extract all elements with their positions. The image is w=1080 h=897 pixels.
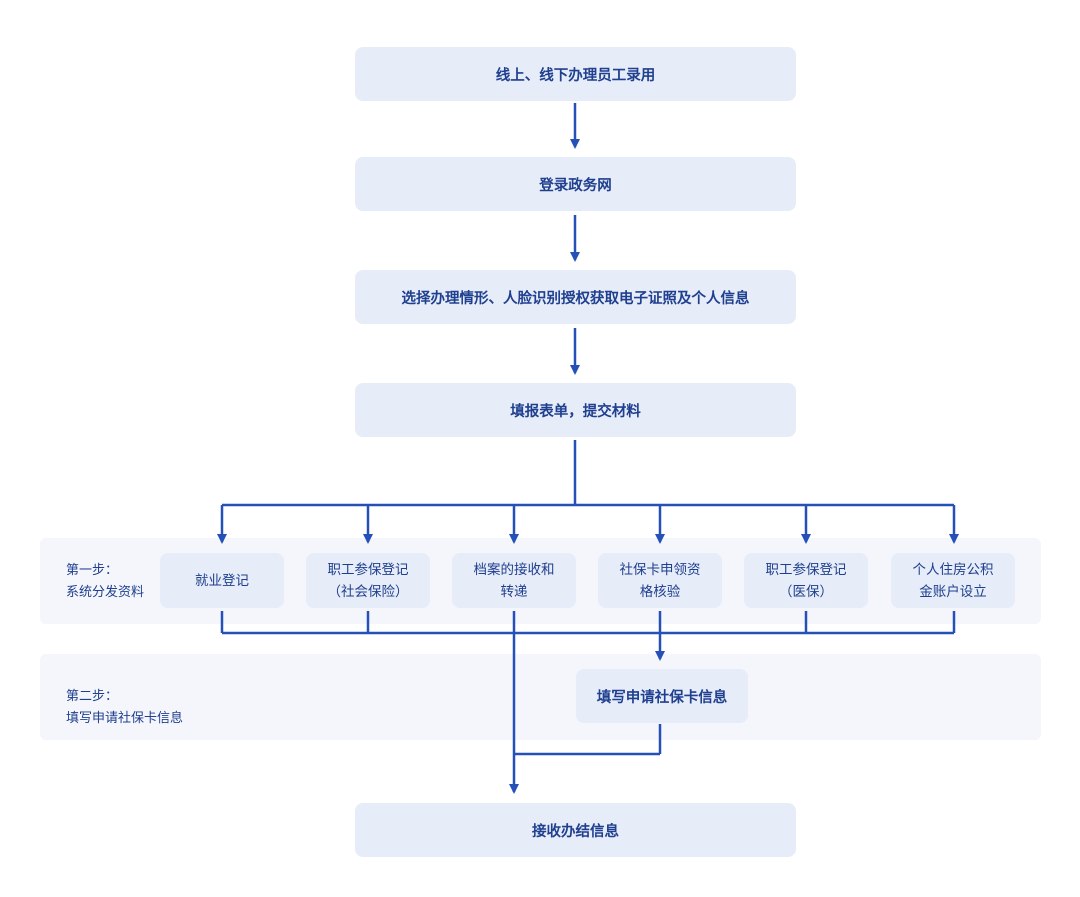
step1-label-line2: 系统分发资料 (66, 585, 145, 600)
dist-box-social-card: 社保卡申领资 格核验 (598, 553, 722, 608)
dist-box-employment: 就业登记 (160, 553, 284, 608)
step-box-login: 登录政务网 (355, 157, 796, 211)
dist-box-line1: 档案的接收和 (473, 561, 555, 578)
dist-box-archive: 档案的接收和 转递 (452, 553, 576, 608)
step1-label: 第一步： 系统分发资料 (66, 560, 144, 604)
step-box-hire: 线上、线下办理员工录用 (355, 47, 796, 101)
step2-label: 第二步： 填写申请社保卡信息 (66, 686, 183, 730)
step1-label-line1: 第一步： (66, 563, 119, 578)
dist-box-line2: （医保） (779, 583, 833, 600)
dist-box-social-insurance: 职工参保登记 （社会保险） (306, 553, 430, 608)
step-box-submit: 填报表单，提交材料 (355, 383, 796, 437)
dist-box-line1: 职工参保登记 (327, 561, 409, 578)
dist-box-line1: 社保卡申领资 (619, 561, 701, 578)
dist-box-line2: 金账户设立 (919, 583, 987, 600)
step2-label-line1: 第二步： (66, 689, 119, 704)
dist-box-medical: 职工参保登记 （医保） (744, 553, 868, 608)
step-box-select: 选择办理情形、人脸识别授权获取电子证照及个人信息 (355, 270, 796, 324)
dist-box-line1: 个人住房公积 (912, 561, 994, 578)
step-box-receive-result: 接收办结信息 (355, 803, 796, 857)
dist-box-line2: 转递 (500, 583, 528, 600)
dist-box-line2: 格核验 (639, 583, 681, 600)
dist-box-housing-fund: 个人住房公积 金账户设立 (891, 553, 1015, 608)
dist-box-line1: 就业登记 (195, 572, 249, 589)
dist-box-line2: （社会保险） (327, 583, 409, 600)
step2-label-line2: 填写申请社保卡信息 (66, 711, 184, 726)
step2-band (40, 654, 1041, 740)
dist-box-line1: 职工参保登记 (765, 561, 847, 578)
step2-box-social-card-info: 填写申请社保卡信息 (576, 669, 748, 723)
